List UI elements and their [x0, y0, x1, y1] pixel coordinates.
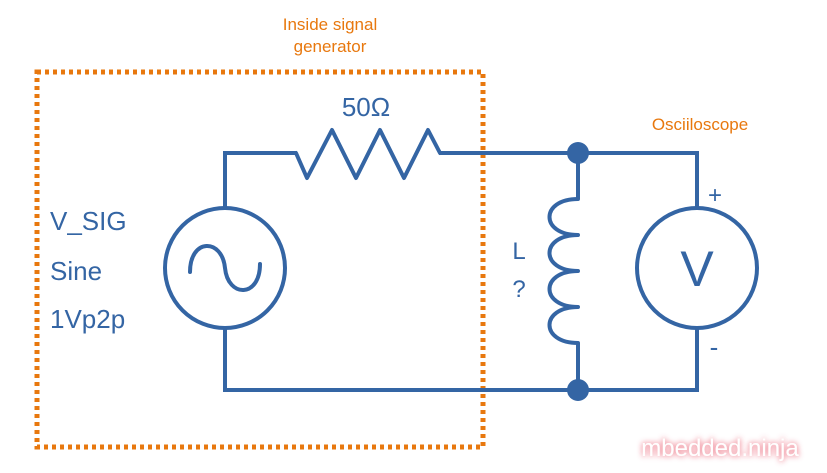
polarity-minus: -	[710, 332, 719, 362]
ac-source	[163, 206, 287, 330]
sine-wave-icon	[188, 244, 262, 292]
inductor-value: ?	[512, 276, 525, 303]
inductor-icon	[547, 197, 580, 345]
voltmeter-symbol: V	[680, 241, 714, 297]
ac-source-icon	[163, 206, 287, 330]
wire-top-rail	[439, 151, 699, 208]
resistor-value: 50Ω	[342, 92, 390, 122]
resistor-icon	[294, 128, 442, 180]
oscilloscope-label: Osciiloscope	[652, 115, 748, 134]
signal-generator-boundary	[34, 69, 486, 450]
source-waveform: Sine	[50, 256, 102, 286]
source-name: V_SIG	[50, 206, 127, 236]
wire-bottom-rail	[223, 328, 699, 392]
wires	[223, 151, 699, 392]
generator-label-line1: Inside signal	[283, 15, 378, 34]
generator-label-line2: generator	[294, 37, 367, 56]
wire-source-to-resistor	[223, 151, 297, 208]
voltmeter-icon	[635, 206, 759, 330]
source-amplitude: 1Vp2p	[50, 304, 125, 334]
junction-dot-top	[567, 142, 589, 164]
polarity-plus: +	[708, 182, 722, 209]
junction-dot-bottom	[567, 379, 589, 401]
watermark: mbedded.ninja	[641, 435, 799, 462]
inductor-name: L	[512, 238, 525, 265]
